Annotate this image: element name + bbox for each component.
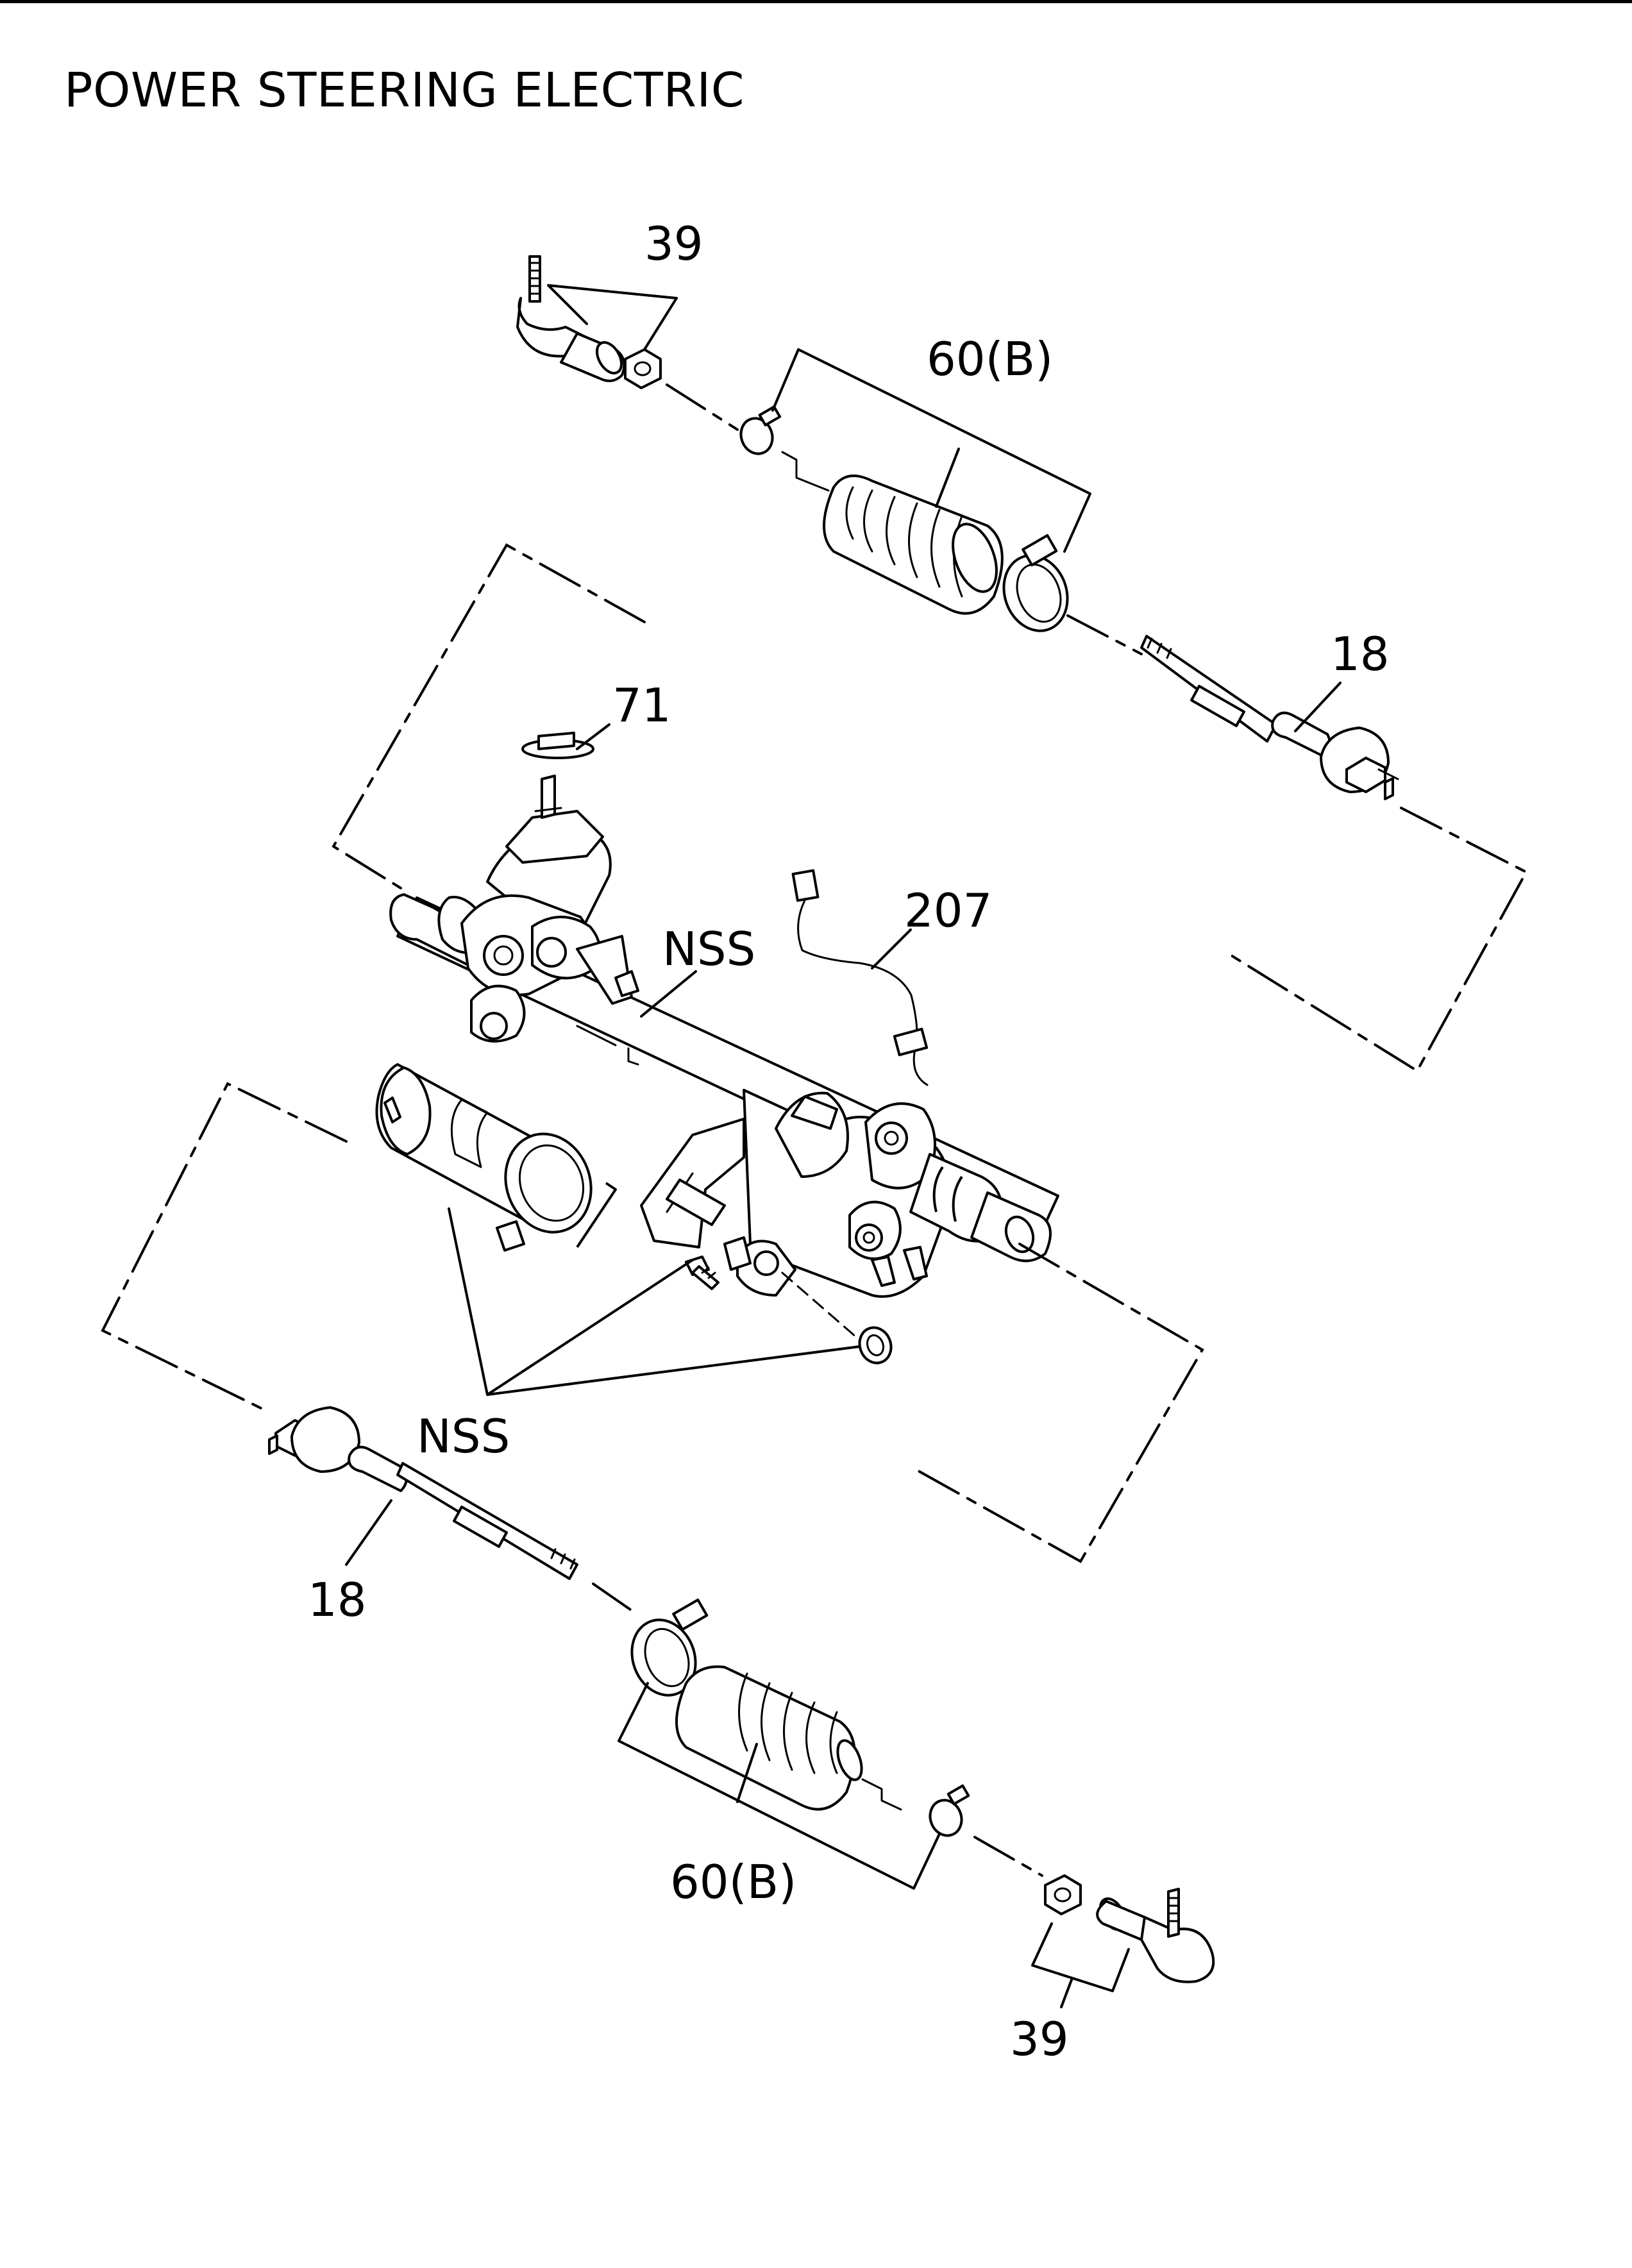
centerline-upper-2 xyxy=(1066,614,1143,655)
phantom-outline-lower-right xyxy=(913,1243,1204,1563)
centerline-lower-1 xyxy=(592,1583,636,1614)
callout-leader-18-upper xyxy=(1294,682,1342,732)
callout-18-lower: 18 xyxy=(308,1573,367,1627)
boot-upper xyxy=(823,475,1004,615)
callout-nss-housing: NSS xyxy=(662,922,755,976)
centerline-lower-2 xyxy=(973,1836,1043,1877)
callout-leader-nss-fasteners xyxy=(448,1207,861,1396)
callout-207: 207 xyxy=(904,884,992,937)
callout-bracket-60b-lower xyxy=(618,1682,941,1890)
boot-clamp-large-upper xyxy=(1002,534,1069,632)
callout-leader-18-lower xyxy=(345,1499,392,1566)
callout-39-upper: 39 xyxy=(644,217,703,271)
boot-clamp-large-lower xyxy=(630,1599,709,1697)
callout-nss-fasteners: NSS xyxy=(417,1409,510,1463)
top-rule xyxy=(0,0,1632,3)
o-ring-leader xyxy=(781,1272,857,1338)
boot-clamp-small-upper xyxy=(739,405,782,455)
callout-60b-lower: 60(B) xyxy=(670,1855,796,1909)
inner-tie-rod-lower xyxy=(268,1406,578,1580)
callout-leader-207 xyxy=(871,928,912,970)
callout-leader-39-upper xyxy=(547,284,678,351)
boot-clamp-small-lower xyxy=(929,1784,970,1837)
boot-lower xyxy=(675,1665,863,1811)
callout-leader-nss-housing xyxy=(640,970,697,1018)
nut-lower xyxy=(1044,1874,1082,1915)
wire-harness xyxy=(791,869,929,1086)
tie-rod-end-upper xyxy=(516,255,626,382)
o-ring xyxy=(858,1326,893,1365)
callout-18-upper: 18 xyxy=(1331,627,1390,681)
boot-neck-lower xyxy=(861,1778,902,1811)
callout-39-lower: 39 xyxy=(1010,2012,1069,2066)
callout-60b-upper: 60(B) xyxy=(927,332,1053,386)
phantom-outline-lower-left xyxy=(101,1082,348,1412)
nut-upper xyxy=(624,348,662,389)
boot-neck-upper xyxy=(781,451,830,492)
callout-bracket-60b-upper xyxy=(771,348,1091,553)
phantom-outline-upper-left xyxy=(332,543,646,889)
callout-leader-71 xyxy=(576,723,610,750)
cap xyxy=(521,732,594,759)
inner-tie-rod-upper xyxy=(1140,635,1399,800)
callout-bracket-39-lower xyxy=(1031,1922,1130,2008)
motor-housing xyxy=(375,1063,617,1252)
callout-71: 71 xyxy=(612,678,671,732)
page-title: POWER STEERING ELECTRIC xyxy=(64,63,744,118)
phantom-outline-upper-right xyxy=(1230,807,1528,1073)
steering-gear-housing xyxy=(389,775,1059,1298)
centerline-upper-1 xyxy=(666,383,739,431)
tie-rod-end-lower xyxy=(1096,1888,1215,1983)
